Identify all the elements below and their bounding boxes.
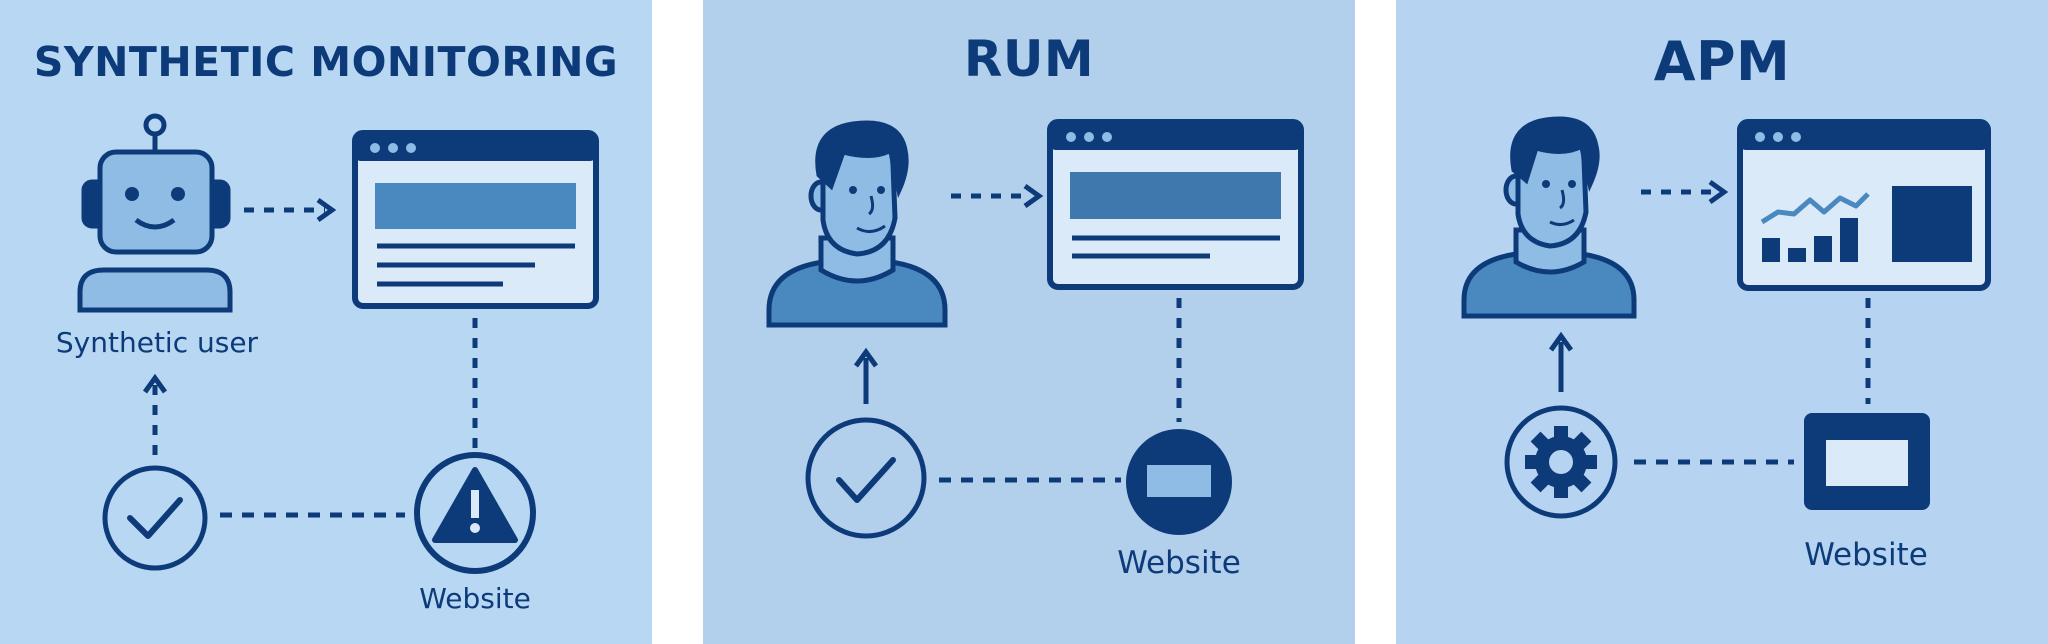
user-person-icon [1461,116,1637,319]
synthetic-user-label: Synthetic user [56,326,259,359]
arrow-gear-to-person [1548,331,1574,392]
arrow-person-to-browser [951,183,1044,209]
check-icon [102,465,208,571]
panel-synthetic-monitoring: SYNTHETIC MONITORING Synthetic user [0,0,652,644]
panel-title: SYNTHETIC MONITORING [33,38,619,86]
website-label: Website [1804,537,1928,573]
arrow-check-to-person [853,347,879,404]
warning-icon [414,452,536,574]
panel-1-graphics: Synthetic user [56,113,599,615]
robot-icon [77,113,233,313]
trend-line-icon [1760,192,1870,225]
website-label: Website [419,582,531,615]
arrow-person-to-dashboard [1641,179,1729,205]
panel-2-graphics: Website [766,119,1304,581]
browser-window-icon [352,130,599,309]
panel-apm: APM [1396,0,2048,644]
arrow-robot-to-browser [244,197,337,223]
panel-title: APM [1653,30,1791,93]
panel-3-graphics: Website [1461,116,1991,573]
panel-title: RUM [963,30,1095,88]
arrow-check-to-robot [142,373,168,455]
check-icon [805,417,927,539]
website-icon [1804,413,1930,510]
browser-window-icon [1047,119,1304,290]
website-label: Website [1117,545,1241,581]
user-person-icon [766,120,948,328]
dashboard-window-icon [1737,119,1991,291]
gear-icon [1504,405,1618,519]
website-icon [1126,429,1232,535]
panel-rum: RUM [703,0,1355,644]
